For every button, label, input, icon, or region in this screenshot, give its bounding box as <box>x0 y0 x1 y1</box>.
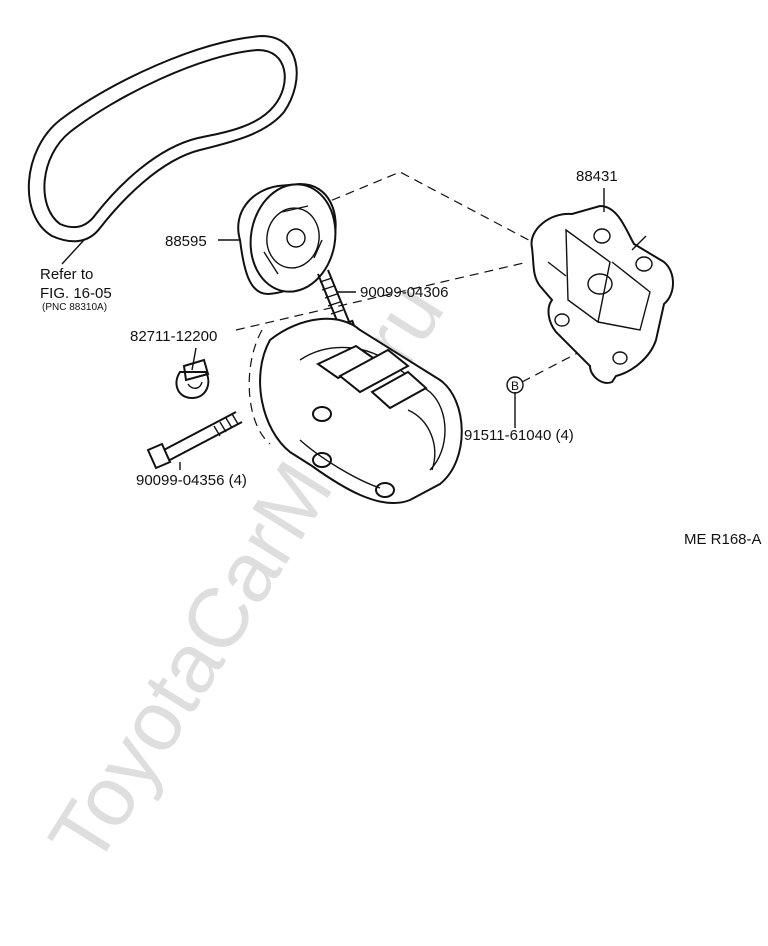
label-stud-bolt: 90099-04306 <box>360 284 448 301</box>
long-bolt[interactable] <box>146 411 243 470</box>
label-belt-ref-1: Refer to <box>40 266 93 283</box>
leader-lines <box>61 188 605 470</box>
marker-b-text: B <box>511 379 519 393</box>
drive-belt[interactable] <box>27 34 298 243</box>
label-clamp: 82711-12200 <box>130 328 217 345</box>
clamp[interactable] <box>175 358 210 400</box>
label-bracket: 88431 <box>576 168 618 185</box>
label-belt-ref-3: (PNC 88310A) <box>42 302 107 313</box>
label-idler-pulley: 88595 <box>165 233 207 250</box>
alignment-lines <box>235 171 615 383</box>
compressor-bracket[interactable] <box>530 204 674 384</box>
label-drawing-code: ME R168-A <box>684 531 762 548</box>
label-belt-ref-2: FIG. 16-05 <box>40 285 112 302</box>
idler-pulley[interactable] <box>237 178 344 299</box>
label-long-bolt: 90099-04356 (4) <box>136 472 247 489</box>
label-nut: 91511-61040 (4) <box>464 427 574 444</box>
reference-marker-b: B <box>506 376 524 394</box>
ac-compressor[interactable] <box>248 317 463 505</box>
